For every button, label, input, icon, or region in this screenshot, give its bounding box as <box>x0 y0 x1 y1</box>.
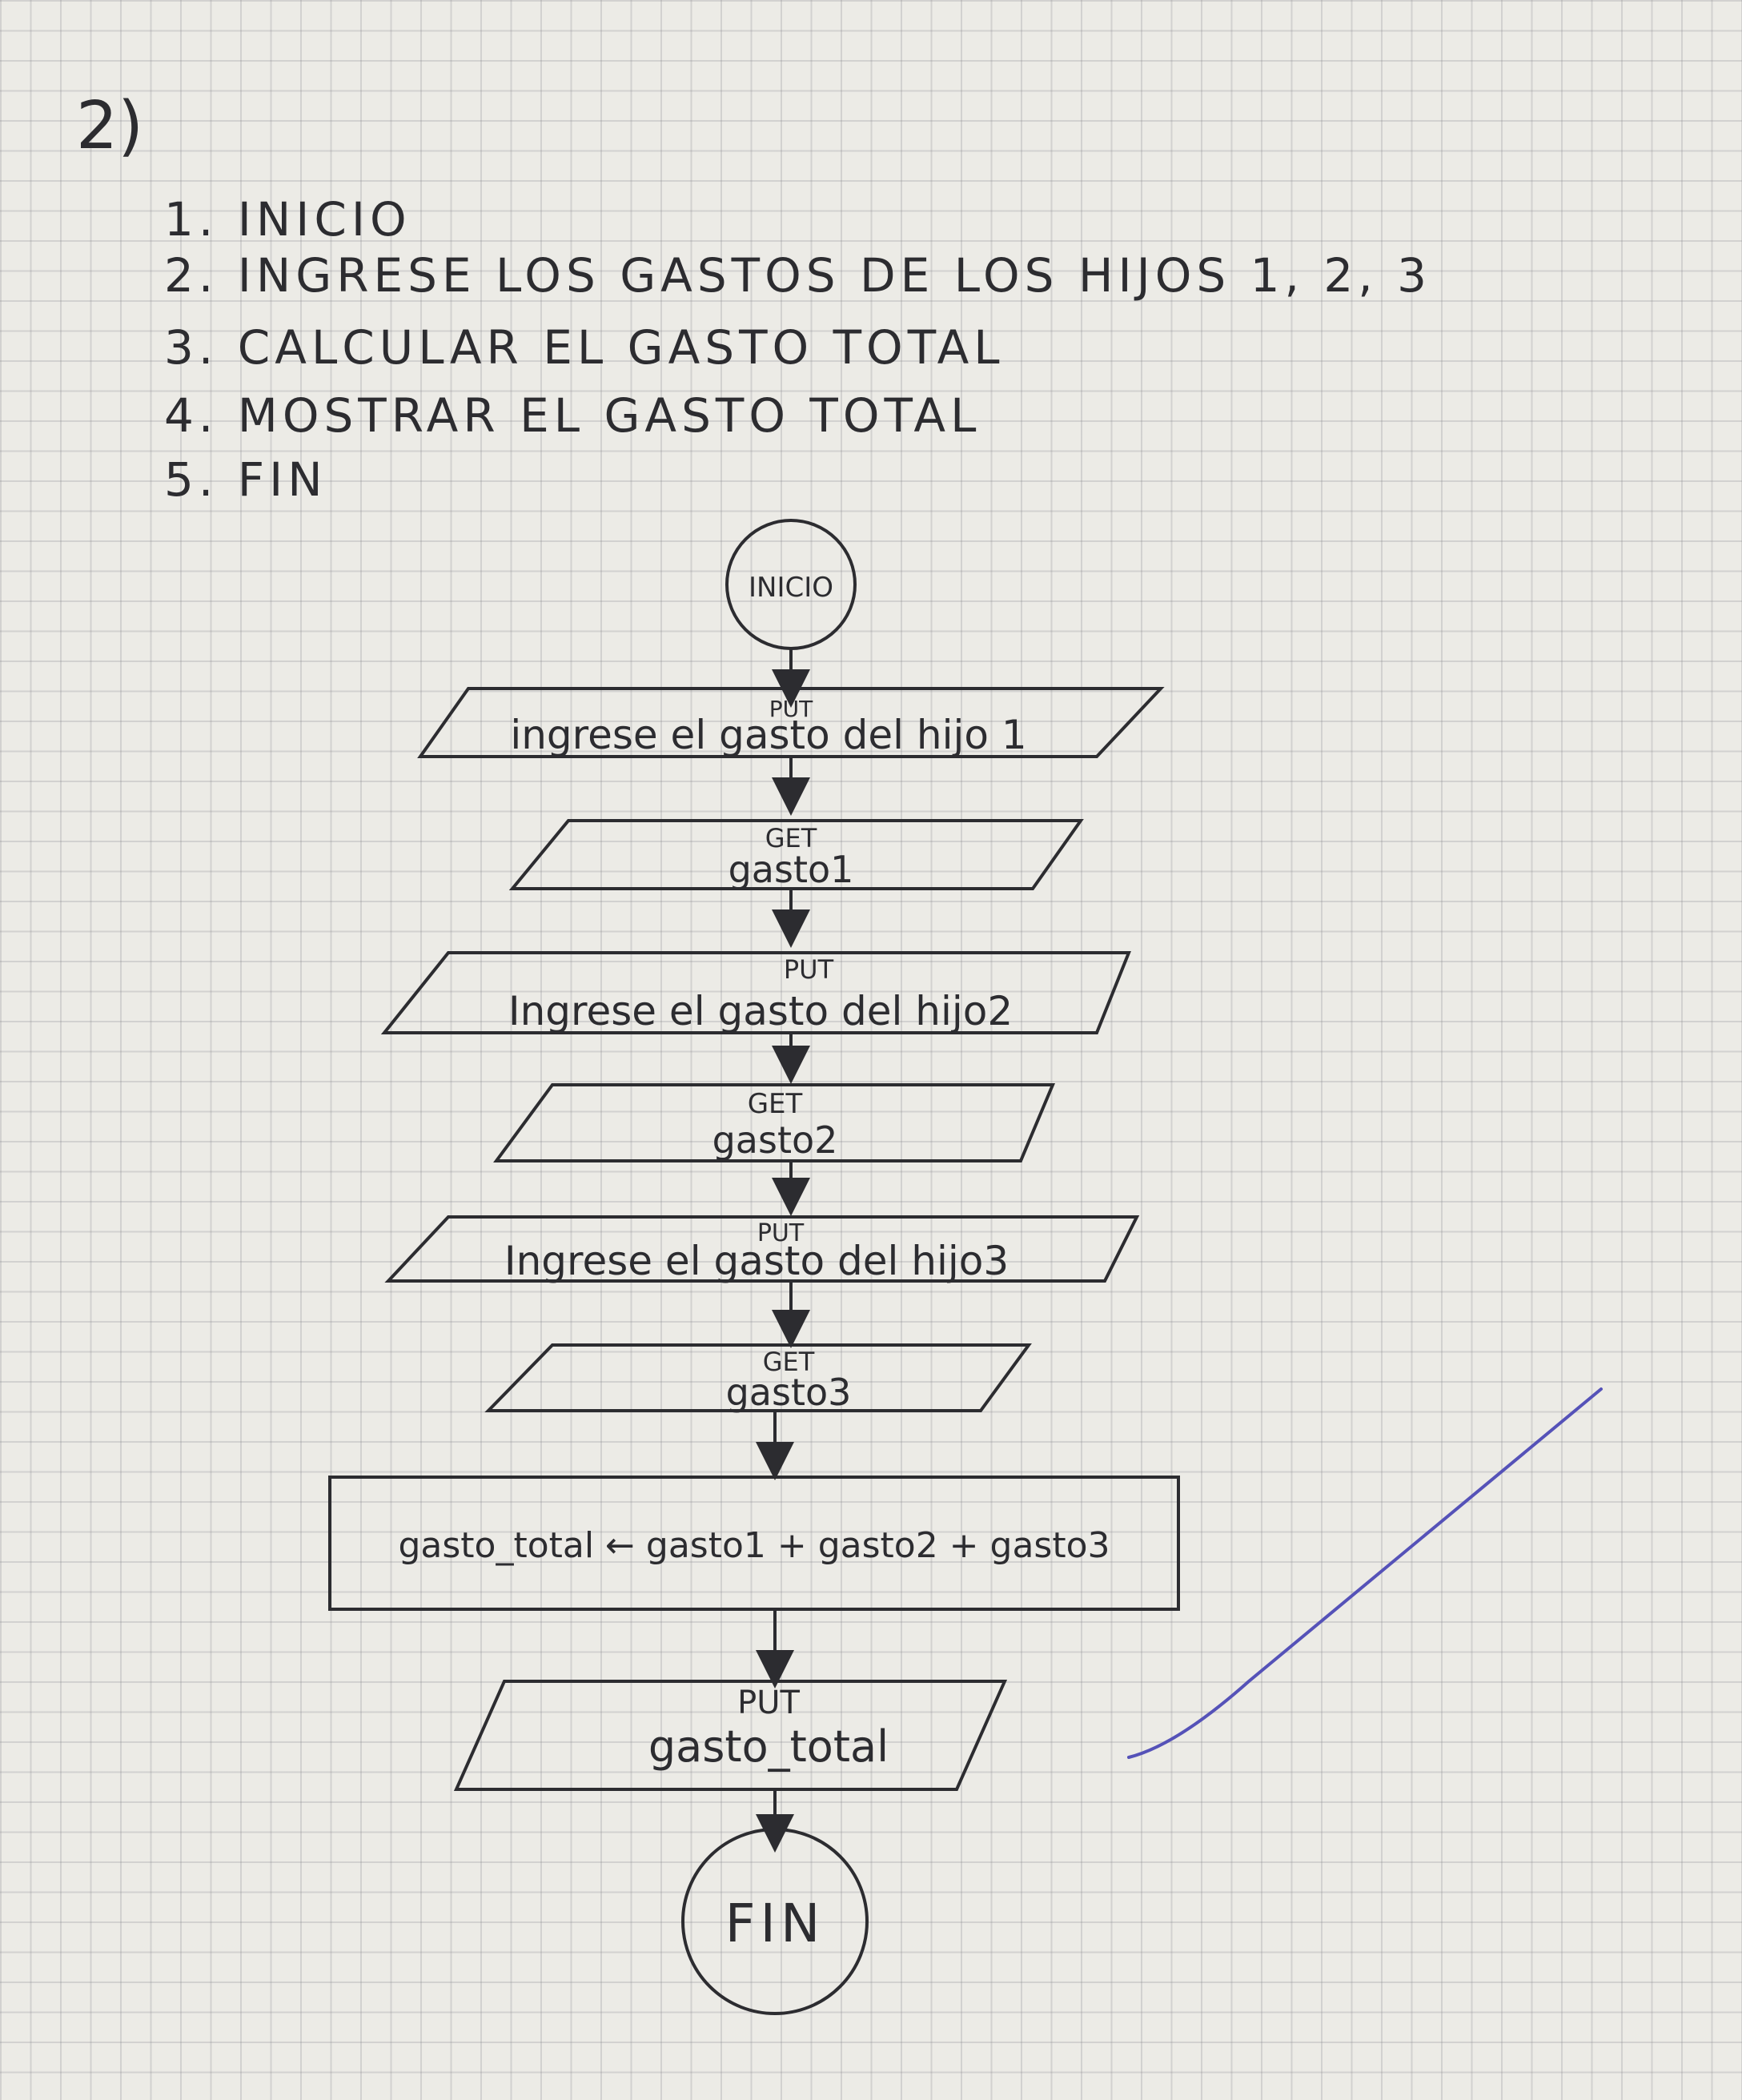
put1-label: ingrese el gasto del hijo 1 <box>510 712 1026 758</box>
get3-label: gasto3 <box>726 1371 852 1414</box>
step-4: 4. MOSTRAR EL GASTO TOTAL <box>164 388 981 443</box>
get1-io-box <box>508 819 1084 890</box>
start-label: INICIO <box>749 572 833 604</box>
put1-tag: PUT <box>769 696 813 722</box>
end-terminator <box>681 1828 869 2015</box>
step-3: 3. CALCULAR EL GASTO TOTAL <box>164 320 1005 375</box>
process-box <box>328 1476 1180 1611</box>
put4-tag: PUT <box>737 1684 800 1721</box>
process-label: gasto_total ← gasto1 + gasto2 + gasto3 <box>398 1525 1110 1566</box>
step-2: 2. INGRESE LOS GASTOS DE LOS HIJOS 1, 2,… <box>164 248 1432 303</box>
put3-label: Ingrese el gasto del hijo3 <box>504 1238 1009 1284</box>
step-1: 1. INICIO <box>164 192 411 247</box>
get3-tag: GET <box>763 1347 815 1377</box>
get2-label: gasto2 <box>712 1118 838 1162</box>
step-5: 5. FIN <box>164 452 327 507</box>
put4-io-box <box>453 1680 1008 1791</box>
put3-io-box <box>384 1215 1140 1283</box>
get1-tag: GET <box>765 823 817 853</box>
put2-tag: PUT <box>784 954 834 985</box>
get2-tag: GET <box>748 1088 803 1120</box>
get1-label: gasto1 <box>729 848 854 891</box>
put2-io-box <box>380 951 1131 1034</box>
put3-tag: PUT <box>757 1219 805 1247</box>
put2-label: Ingrese el gasto del hijo2 <box>508 988 1013 1034</box>
put1-io-box <box>417 687 1165 758</box>
get2-io-box <box>493 1083 1056 1162</box>
put4-label: gasto_total <box>648 1721 889 1772</box>
end-label: FIN <box>725 1893 825 1954</box>
check-mark-stroke <box>1127 1387 1603 1759</box>
problem-number: 2) <box>76 88 144 164</box>
get3-io-box <box>484 1343 1032 1412</box>
